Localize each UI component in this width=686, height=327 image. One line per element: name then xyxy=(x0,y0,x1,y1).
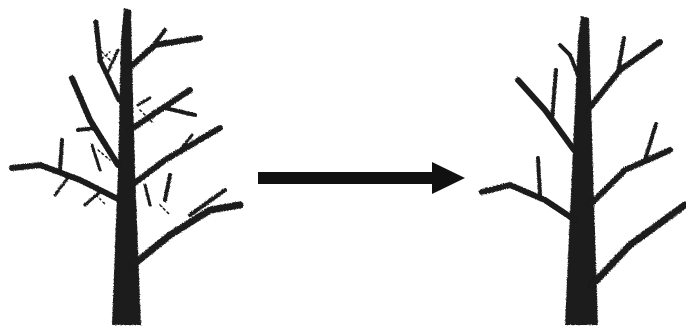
branch xyxy=(58,138,64,172)
arrow-shaft xyxy=(258,172,438,184)
branch xyxy=(550,68,558,122)
right-arrow-icon xyxy=(258,162,465,194)
trunk xyxy=(565,16,598,325)
branch xyxy=(479,181,578,223)
branch xyxy=(106,48,120,74)
branch xyxy=(587,147,673,208)
branch xyxy=(616,36,626,74)
branch xyxy=(558,43,582,82)
branch xyxy=(53,173,72,197)
branch xyxy=(69,75,121,168)
branch xyxy=(129,125,223,188)
trunk xyxy=(112,8,141,325)
tree-before-pruning-icon xyxy=(9,8,244,325)
branch xyxy=(129,201,244,269)
branch xyxy=(143,183,152,207)
tree-after-pruning-icon xyxy=(479,16,686,325)
branch xyxy=(136,96,152,107)
branch xyxy=(148,28,167,52)
branch xyxy=(188,188,227,217)
branch xyxy=(90,143,102,172)
branch xyxy=(163,173,172,202)
branch xyxy=(515,77,577,153)
branch xyxy=(536,156,542,197)
branch xyxy=(588,201,686,289)
branch xyxy=(83,188,104,207)
arrow-head xyxy=(432,162,465,194)
branch xyxy=(178,133,194,152)
branch xyxy=(93,19,122,103)
branch xyxy=(585,39,663,113)
branch xyxy=(76,126,97,132)
pruning-cut-marks xyxy=(95,47,171,216)
branch xyxy=(163,106,197,117)
branch xyxy=(643,122,658,162)
branch xyxy=(124,35,203,73)
branch xyxy=(127,87,193,133)
